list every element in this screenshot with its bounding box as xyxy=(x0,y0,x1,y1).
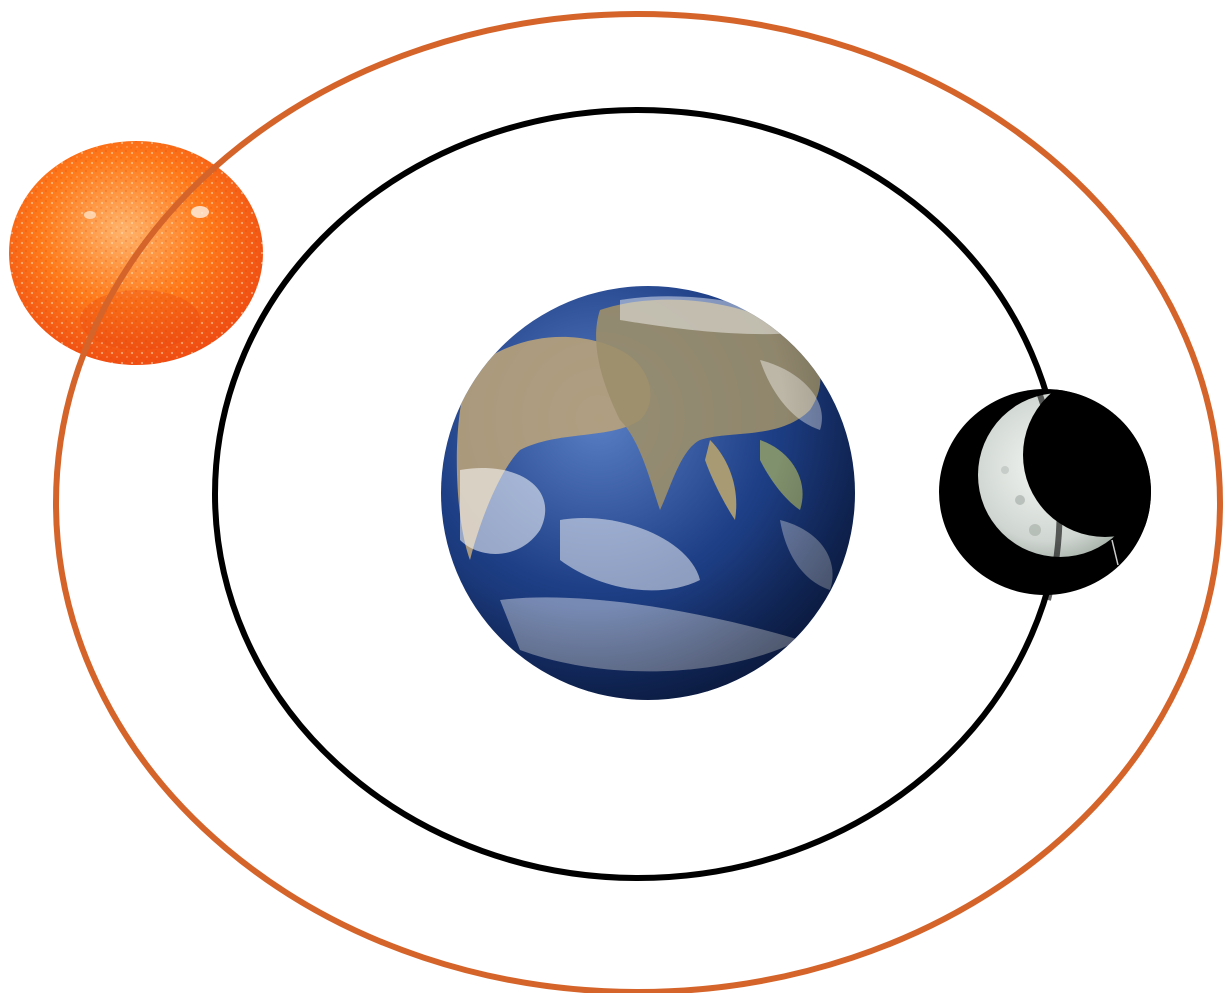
earth-icon xyxy=(441,286,855,700)
moon-icon xyxy=(939,373,1187,595)
